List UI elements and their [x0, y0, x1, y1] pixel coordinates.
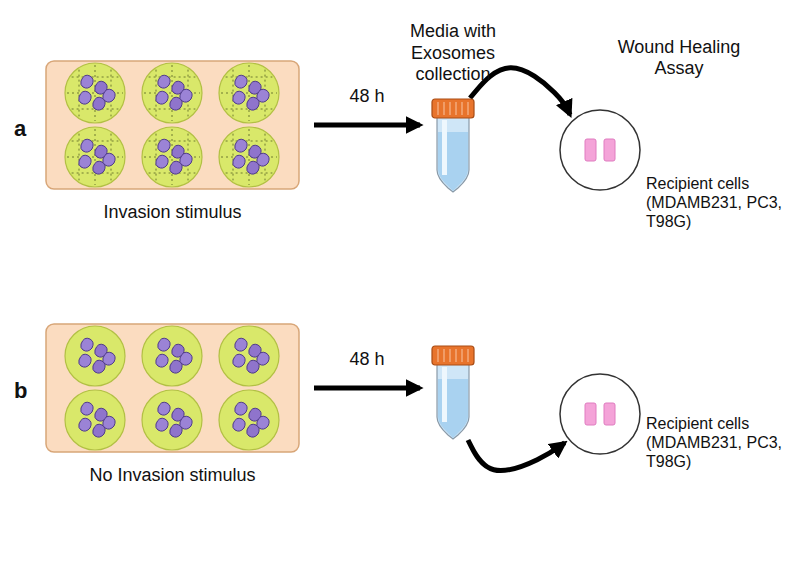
condition-label: No Invasion stimulus — [45, 465, 300, 487]
culture-dish: Recipient cells (MDAMB231, PC3, T98G) — [558, 372, 642, 456]
dish-drawing — [558, 372, 642, 456]
tube-drawing — [428, 98, 478, 193]
panel-letter: a — [14, 116, 26, 142]
panel-letter: b — [14, 378, 27, 404]
dish-drawing — [558, 108, 642, 192]
time-label: 48 h — [346, 349, 387, 370]
tube-drawing — [428, 345, 478, 440]
recipient-label: Recipient cells (MDAMB231, PC3, T98G) — [646, 174, 792, 232]
assay-title: Wound Healing Assay — [604, 37, 754, 80]
tube-label: Media with Exosomes collection — [406, 21, 500, 86]
well-plate: Invasion stimulus — [45, 60, 300, 190]
culture-dish: Wound Healing AssayRecipient cells (MDAM… — [558, 108, 642, 192]
plate-drawing — [45, 323, 300, 453]
collection-tube: Media with Exosomes collection — [428, 98, 478, 193]
flow-arrow — [468, 440, 565, 471]
well-plate: No Invasion stimulus — [45, 323, 300, 453]
condition-label: Invasion stimulus — [45, 202, 300, 224]
flow-arrow — [314, 386, 420, 391]
plate-drawing — [45, 60, 300, 190]
time-label: 48 h — [346, 86, 387, 107]
collection-tube — [428, 345, 478, 440]
flow-arrow — [314, 123, 420, 128]
recipient-label: Recipient cells (MDAMB231, PC3, T98G) — [646, 414, 792, 472]
